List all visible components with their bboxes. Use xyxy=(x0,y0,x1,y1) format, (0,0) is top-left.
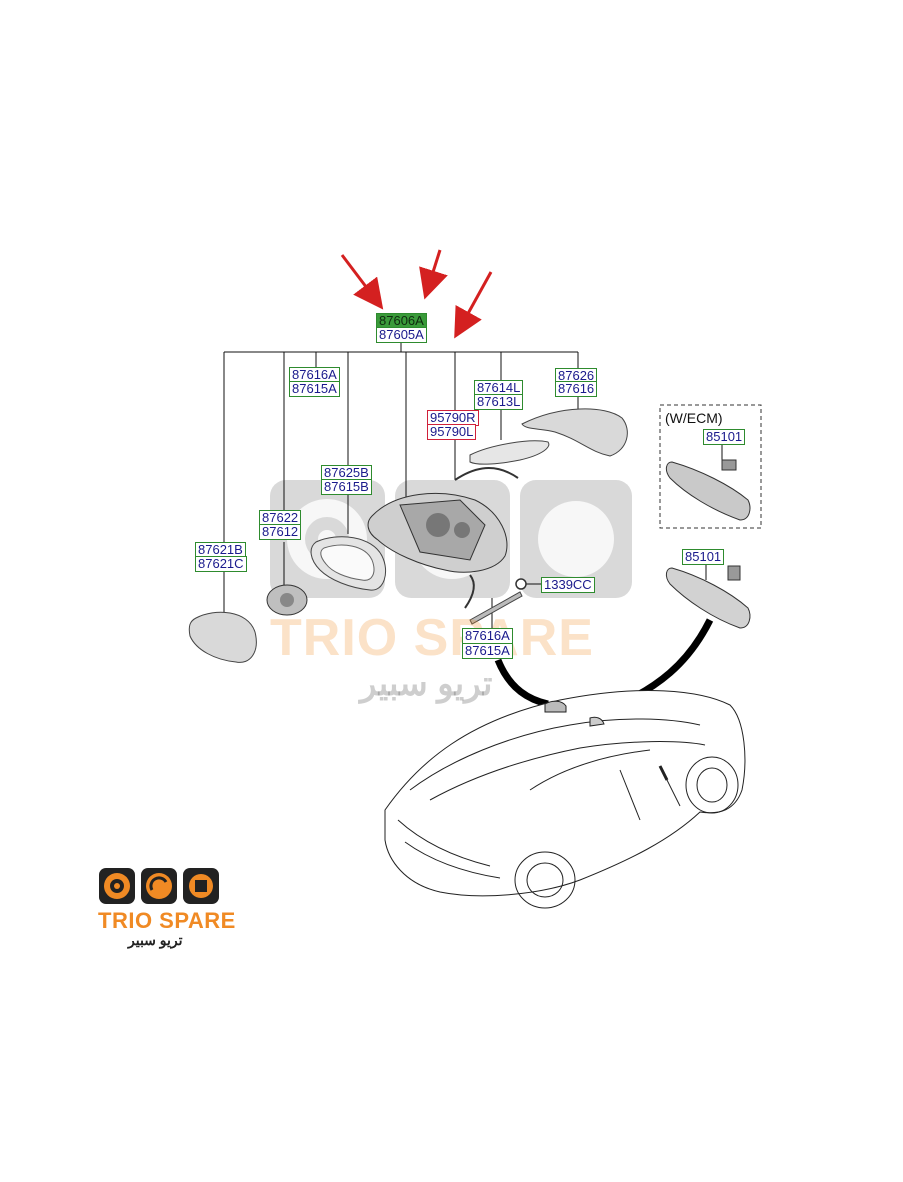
mirror-frame-part xyxy=(310,536,386,591)
arrow-3 xyxy=(454,271,493,339)
watermark-brand: TRIO SPARE xyxy=(270,609,594,667)
actuator-part xyxy=(266,584,308,616)
wiring-harness-part xyxy=(454,467,519,609)
arrow-2 xyxy=(419,249,448,300)
label-85101-ecm: 85101 xyxy=(703,429,746,445)
garnish-strip-part xyxy=(469,591,523,625)
label-87616: 87616 xyxy=(555,381,598,397)
label-95790L: 95790L xyxy=(427,424,477,440)
bolt-part xyxy=(515,578,527,590)
car-drawing xyxy=(384,690,746,909)
label-85101: 85101 xyxy=(682,549,725,565)
ecm-box xyxy=(659,404,762,529)
label-87613L: 87613L xyxy=(474,394,524,410)
label-87615A-lower: 87615A xyxy=(462,643,513,659)
inside-mirror-ecm-part xyxy=(665,459,751,521)
brand-logo-icons xyxy=(99,868,219,904)
label-87621B: 87621B xyxy=(195,542,246,558)
label-87614L: 87614L xyxy=(474,380,524,396)
label-87625B: 87625B xyxy=(321,465,372,481)
label-87615A: 87615A xyxy=(289,381,340,397)
watermark-brand-arabic: تريو سبير xyxy=(360,665,493,703)
label-1339CC: 1339CC xyxy=(541,577,595,593)
inside-mirror-part xyxy=(665,565,751,629)
logo-brand: TRIO SPARE xyxy=(98,908,236,933)
label-87612: 87612 xyxy=(259,524,302,540)
label-87615B: 87615B xyxy=(321,479,372,495)
label-87616A: 87616A xyxy=(289,367,340,383)
label-87621C: 87621C xyxy=(195,556,247,572)
arrow-1 xyxy=(340,254,384,310)
logo-brand-arabic: تريو سبير xyxy=(128,932,183,948)
label-87605A: 87605A xyxy=(376,327,427,343)
label-95790R: 95790R xyxy=(427,410,479,426)
mirror-cover-part xyxy=(188,611,257,663)
leader-lines xyxy=(223,342,723,628)
red-arrows xyxy=(340,249,493,339)
upper-cover-part xyxy=(521,408,628,457)
label-87616A-lower: 87616A xyxy=(462,628,513,644)
ecm-note: (W/ECM) xyxy=(665,410,723,426)
mirror-housing-part xyxy=(367,492,508,573)
side-repeater-part xyxy=(469,440,550,465)
